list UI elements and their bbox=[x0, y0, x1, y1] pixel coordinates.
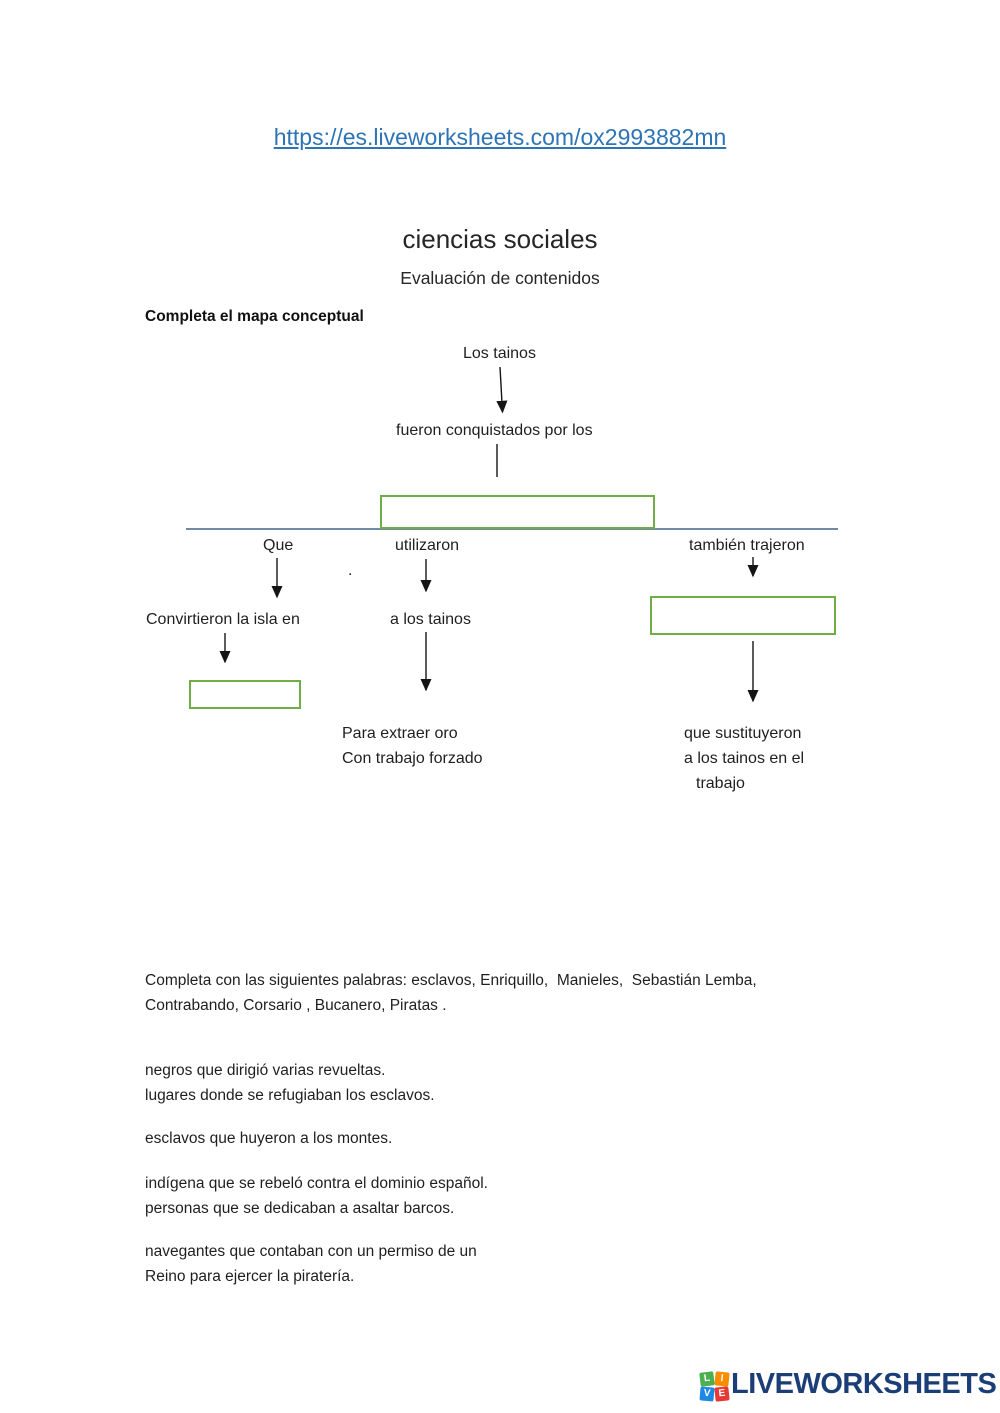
branch-label-que: Que bbox=[263, 537, 294, 554]
liveworksheets-logo-text: LIVEWORKSHEETS bbox=[731, 1368, 997, 1400]
logo-tile-v: V bbox=[699, 1386, 715, 1402]
branch-label-utilizaron: utilizaron bbox=[395, 537, 460, 554]
clue-line: indígena que se rebeló contra el dominio… bbox=[145, 1175, 488, 1192]
branch-label-tambien-trajeron: también trajeron bbox=[689, 537, 805, 554]
word-bank: Completa con las siguientes palabras: es… bbox=[145, 968, 757, 1018]
clue-group: navegantes que contaban con un permiso d… bbox=[145, 1239, 477, 1289]
clue-line: lugares donde se refugiaban los esclavos… bbox=[145, 1087, 435, 1104]
word-bank-line: Contrabando, Corsario , Bucanero, Pirata… bbox=[145, 997, 447, 1014]
clue-line: personas que se dedicaban a asaltar barc… bbox=[145, 1200, 455, 1217]
leaf-text-middle: Para extraer oro Con trabajo forzado bbox=[342, 721, 483, 771]
root-node-label: Los tainos bbox=[463, 345, 536, 362]
clue-line: negros que dirigió varias revueltas. bbox=[145, 1062, 386, 1079]
leaf-right-line3: trabajo bbox=[696, 775, 745, 792]
logo-tile-e: E bbox=[714, 1386, 730, 1402]
clue-group: negros que dirigió varias revueltas. lug… bbox=[145, 1058, 435, 1108]
leaf-text-right: que sustituyeron a los tainos en el trab… bbox=[684, 721, 804, 796]
instruction-title: Completa el mapa conceptual bbox=[145, 308, 364, 325]
leaf-right-line2: a los tainos en el bbox=[684, 750, 805, 767]
page-subtitle: Evaluación de contenidos bbox=[400, 268, 600, 288]
page-title: ciencias sociales bbox=[402, 224, 598, 254]
clue-line: esclavos que huyeron a los montes. bbox=[145, 1130, 393, 1147]
leaf-middle-line1: Para extraer oro bbox=[342, 725, 458, 742]
answer-box-right[interactable] bbox=[650, 596, 836, 635]
node-label-a-los-tainos: a los tainos bbox=[390, 611, 471, 628]
clue-group: esclavos que huyeron a los montes. bbox=[145, 1126, 392, 1151]
node-label-convirtieron: Convirtieron la isla en bbox=[146, 611, 300, 628]
logo-tile-i: I bbox=[714, 1371, 730, 1387]
leaf-middle-line2: Con trabajo forzado bbox=[342, 750, 483, 767]
stray-dot: . bbox=[348, 562, 353, 579]
answer-box-left[interactable] bbox=[189, 680, 301, 709]
clue-line: navegantes que contaban con un permiso d… bbox=[145, 1243, 477, 1260]
word-bank-line: Completa con las siguientes palabras: es… bbox=[145, 972, 757, 989]
liveworksheets-logo-icon: L I V E bbox=[699, 1371, 730, 1402]
answer-box-center[interactable] bbox=[380, 495, 655, 529]
connector-label: fueron conquistados por los bbox=[396, 422, 593, 439]
clue-group: indígena que se rebeló contra el dominio… bbox=[145, 1171, 488, 1221]
logo-tile-l: L bbox=[699, 1371, 715, 1387]
worksheet-link[interactable]: https://es.liveworksheets.com/ox2993882m… bbox=[273, 124, 727, 150]
arrow-root-down bbox=[496, 366, 508, 414]
leaf-right-line1: que sustituyeron bbox=[684, 725, 802, 742]
clue-line: Reino para ejercer la piratería. bbox=[145, 1268, 355, 1285]
